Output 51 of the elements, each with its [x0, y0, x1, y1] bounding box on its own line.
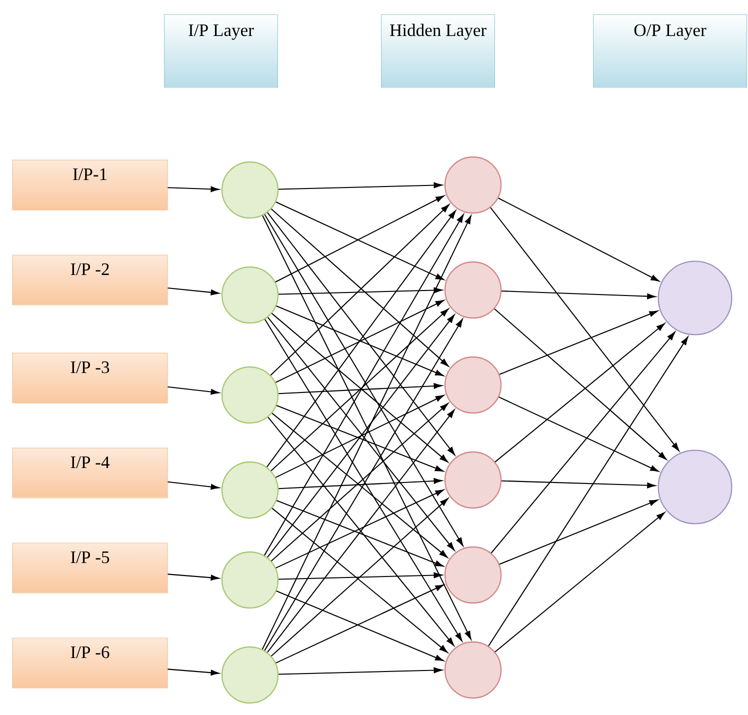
arrow [168, 386, 220, 395]
arrow [275, 300, 444, 383]
input-neuron [221, 161, 279, 219]
arrow [276, 405, 444, 472]
input-box: I/P -3 [12, 352, 168, 404]
arrow [278, 667, 442, 675]
arrow [498, 198, 660, 282]
header-box: O/P Layer [593, 14, 747, 88]
arrow [502, 290, 656, 300]
hidden-neuron [444, 356, 502, 414]
arrow [168, 574, 220, 581]
input-box: I/P -4 [12, 448, 168, 498]
arrow [168, 287, 220, 296]
input-neuron [221, 461, 279, 519]
arrow [275, 394, 444, 478]
arrow [168, 186, 220, 192]
arrow [498, 396, 659, 472]
arrow [278, 182, 442, 190]
arrow [499, 310, 658, 375]
input-neuron [221, 646, 279, 704]
arrow [502, 480, 656, 488]
output-neuron [658, 450, 732, 524]
input-neuron [221, 366, 279, 424]
arrow [490, 332, 676, 554]
arrow [490, 207, 680, 452]
arrow [494, 512, 665, 652]
hidden-neuron [444, 546, 502, 604]
input-box: I/P -2 [12, 254, 168, 306]
input-neuron [221, 266, 279, 324]
hidden-neuron [444, 261, 502, 319]
input-box: I/P-1 [12, 160, 168, 210]
arrow [278, 287, 442, 295]
hidden-neuron [444, 641, 502, 699]
arrow [276, 500, 444, 567]
arrow [276, 306, 444, 376]
arrow [499, 500, 658, 565]
arrow [168, 481, 220, 490]
hidden-neuron [444, 156, 502, 214]
input-box: I/P -6 [12, 638, 168, 688]
input-box: I/P -5 [12, 542, 168, 594]
header-box: Hidden Layer [381, 14, 495, 88]
arrow [278, 572, 442, 580]
input-neuron [221, 551, 279, 609]
arrow [278, 383, 442, 394]
arrow [488, 336, 688, 646]
header-box: I/P Layer [164, 14, 278, 88]
output-neuron [658, 260, 732, 336]
hidden-neuron [444, 451, 502, 509]
arrow [168, 668, 220, 676]
arrow [276, 489, 444, 568]
arrow [278, 478, 442, 490]
